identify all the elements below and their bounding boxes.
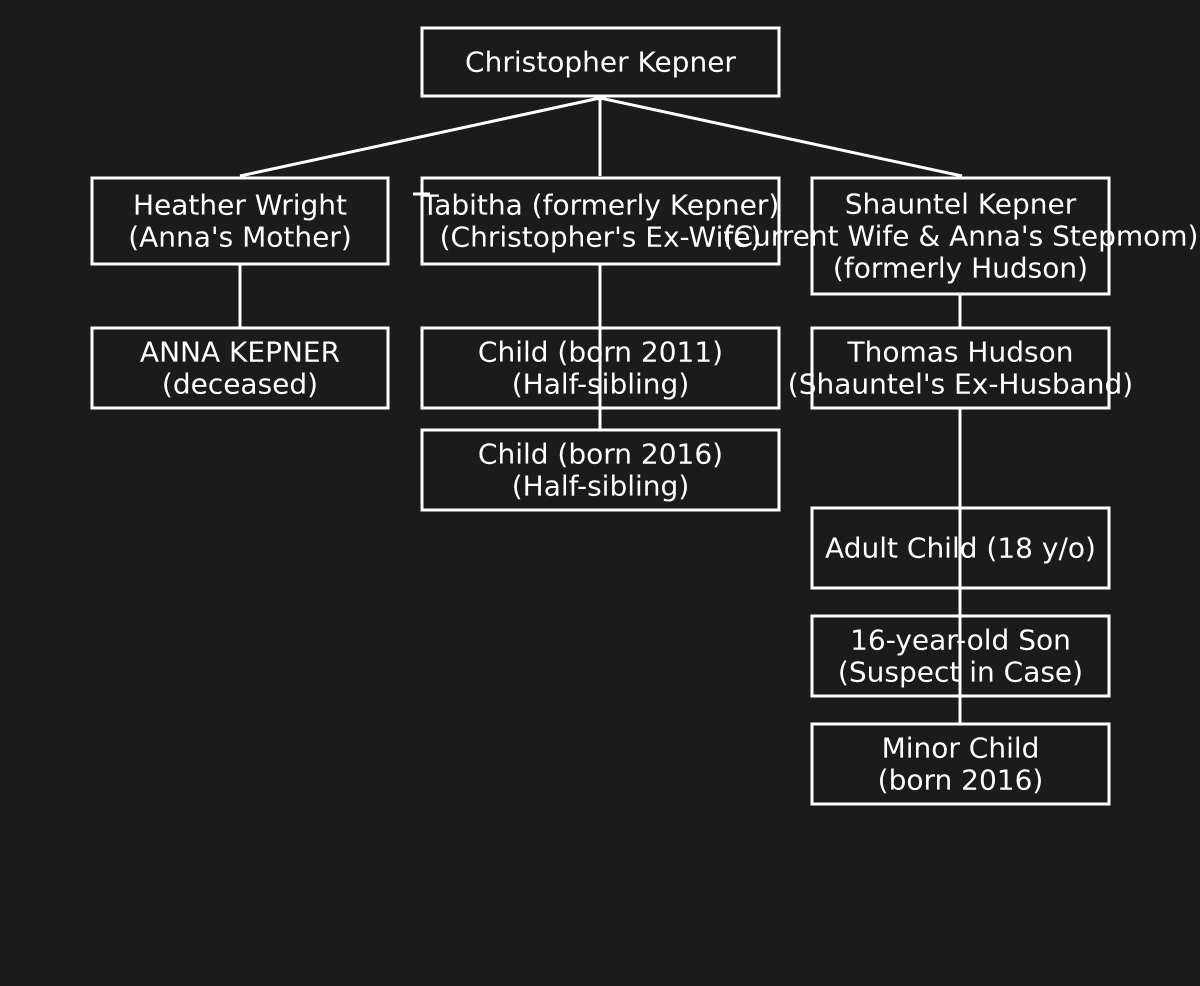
node-label: Adult Child (18 y/o) (825, 532, 1096, 565)
edge-christopher-shauntel (599, 96, 963, 178)
node-label: Christopher Kepner (465, 46, 736, 79)
node-christopher: Christopher Kepner (420, 26, 781, 98)
node-label: Child (born 2016) (478, 438, 723, 471)
node-anna: ANNA KEPNER(deceased) (90, 326, 390, 410)
node-label: (Suspect in Case) (838, 656, 1083, 689)
node-box (90, 176, 390, 266)
node-box (810, 722, 1111, 806)
node-label: 16-year-old Son (850, 624, 1071, 657)
node-label: (Half-sibling) (512, 470, 690, 503)
node-label: (Current Wife & Anna's Stepmom) (723, 220, 1199, 253)
node-label: (born 2016) (878, 764, 1044, 797)
node-label: (Half-sibling) (512, 368, 690, 401)
node-adultchild: Adult Child (18 y/o) (810, 506, 1111, 590)
connector-lines (238, 96, 963, 724)
node-label: Minor Child (882, 732, 1040, 765)
node-box (420, 428, 781, 512)
node-box (420, 26, 781, 98)
node-son16: 16-year-old Son(Suspect in Case) (810, 614, 1111, 698)
node-box (810, 614, 1111, 698)
node-minorchild: Minor Child(born 2016) (810, 722, 1111, 806)
node-label: (formerly Hudson) (833, 252, 1088, 285)
node-label: Shauntel Kepner (845, 188, 1077, 221)
node-heather: Heather Wright(Anna's Mother) (90, 176, 390, 266)
node-label: (Shauntel's Ex-Husband) (788, 368, 1133, 401)
node-box (420, 176, 781, 266)
node-child2011: Child (born 2011)(Half-sibling) (420, 326, 781, 410)
node-box (810, 176, 1111, 296)
node-thomas: Thomas Hudson(Shauntel's Ex-Husband) (788, 326, 1133, 410)
node-label: Child (born 2011) (478, 336, 723, 369)
node-label: (Christopher's Ex-Wife) (440, 221, 762, 254)
node-label: ANNA KEPNER (140, 336, 340, 369)
node-box (90, 326, 390, 410)
node-child2016: Child (born 2016)(Half-sibling) (420, 428, 781, 512)
node-shauntel: Shauntel Kepner(Current Wife & Anna's St… (723, 176, 1199, 296)
node-label: Tabitha (formerly Kepner) (421, 189, 780, 222)
node-tabitha: Tabitha (formerly Kepner)(Christopher's … (420, 176, 781, 266)
edge-christopher-heather (239, 96, 601, 178)
node-box (810, 506, 1111, 590)
node-label: (deceased) (162, 368, 318, 401)
node-box (810, 326, 1111, 410)
node-label: Thomas Hudson (847, 336, 1074, 369)
node-label: Heather Wright (133, 189, 347, 222)
node-box (420, 326, 781, 410)
node-label: (Anna's Mother) (128, 221, 352, 254)
